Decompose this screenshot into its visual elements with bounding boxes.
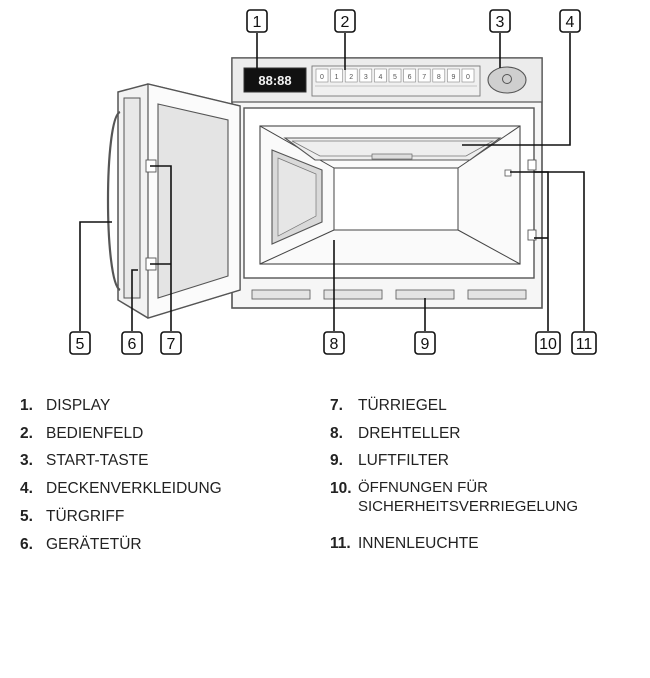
legend-item-11: 11.INNENLEUCHTE (330, 535, 479, 552)
keypad-key: 4 (374, 68, 387, 83)
callout-label: 6 (128, 336, 137, 353)
callout-label: 8 (330, 336, 339, 353)
microwave-diagram: 88:88 0 1 2 3 4 5 6 7 8 9 0 1 2 3 4 (69, 9, 597, 355)
keypad-key-label: 6 (408, 74, 412, 81)
control-panel: 88:88 0 1 2 3 4 5 6 7 8 9 0 (243, 65, 527, 97)
keypad-key: 6 (403, 68, 416, 83)
callout-2: 2 (334, 9, 356, 33)
callout-label: 1 (253, 14, 262, 31)
callout-11: 11 (571, 331, 597, 355)
callout-label: 5 (76, 336, 85, 353)
keypad-key-label: 0 (466, 74, 470, 81)
legend-item-4: 4.DECKENVERKLEIDUNG (20, 480, 222, 497)
keypad-key: 9 (447, 68, 460, 83)
callout-label: 3 (496, 14, 505, 31)
keypad-key-label: 8 (437, 74, 441, 81)
callout-label: 9 (421, 336, 430, 353)
keypad-key: 0 (461, 68, 475, 83)
callout-label: 11 (576, 336, 593, 353)
keypad-key: 0 (315, 68, 329, 83)
callout-6: 6 (121, 331, 143, 355)
callout-7: 7 (160, 331, 182, 355)
keypad-key-label: 1 (335, 74, 339, 81)
legend-item-6: 6.GERÄTETÜR (20, 535, 142, 553)
display-digits: 88:88 (258, 73, 291, 88)
callout-3: 3 (489, 9, 511, 33)
callout-label: 10 (539, 336, 557, 353)
keypad-key-label: 4 (378, 74, 382, 81)
legend-column-right: 7.TÜRRIEGEL 8.DREHTELLER 9.LUFTFILTER 10… (330, 396, 578, 562)
callout-8: 8 (323, 331, 345, 355)
legend-item-1: 1.DISPLAY (20, 397, 111, 414)
keypad-key: 2 (344, 68, 358, 83)
callout-9: 9 (414, 331, 436, 355)
door (106, 83, 241, 319)
legend-item-9: 9.LUFTFILTER (330, 452, 449, 469)
legend-item-2: 2.BEDIENFELD (20, 424, 144, 442)
keypad-key: 8 (432, 68, 446, 83)
callout-10: 10 (535, 331, 561, 355)
keypad-key-label: 0 (320, 74, 324, 81)
callout-1: 1 (246, 9, 268, 33)
keypad-key-label: 7 (422, 74, 426, 81)
microwave-body (231, 57, 543, 309)
callout-4: 4 (559, 9, 581, 33)
keypad-key-label: 3 (364, 74, 368, 81)
display (243, 67, 307, 93)
keypad-key: 3 (359, 68, 373, 83)
callout-5: 5 (69, 331, 91, 355)
keypad: 0 1 2 3 4 5 6 7 8 9 0 (315, 68, 475, 83)
keypad-key-label: 2 (349, 74, 353, 81)
legend-item-8: 8.DREHTELLER (330, 424, 461, 442)
callout-label: 4 (566, 14, 575, 31)
keypad-key: 7 (417, 68, 431, 83)
legend-column-left: 1.DISPLAY 2.BEDIENFELD 3.START-TASTE 4.D… (20, 396, 222, 562)
keypad-key-label: 5 (393, 74, 397, 81)
start-button (487, 66, 527, 94)
keypad-key: 5 (388, 68, 402, 83)
leader-lines (79, 33, 585, 331)
legend-item-5: 5.TÜRGRIFF (20, 508, 125, 525)
legend-item-3: 3.START-TASTE (20, 452, 149, 469)
callout-label: 2 (341, 14, 350, 31)
callout-label: 7 (167, 336, 176, 353)
keypad-key-label: 9 (451, 74, 455, 81)
legend-item-7: 7.TÜRRIEGEL (330, 397, 447, 414)
keypad-key: 1 (330, 68, 343, 83)
